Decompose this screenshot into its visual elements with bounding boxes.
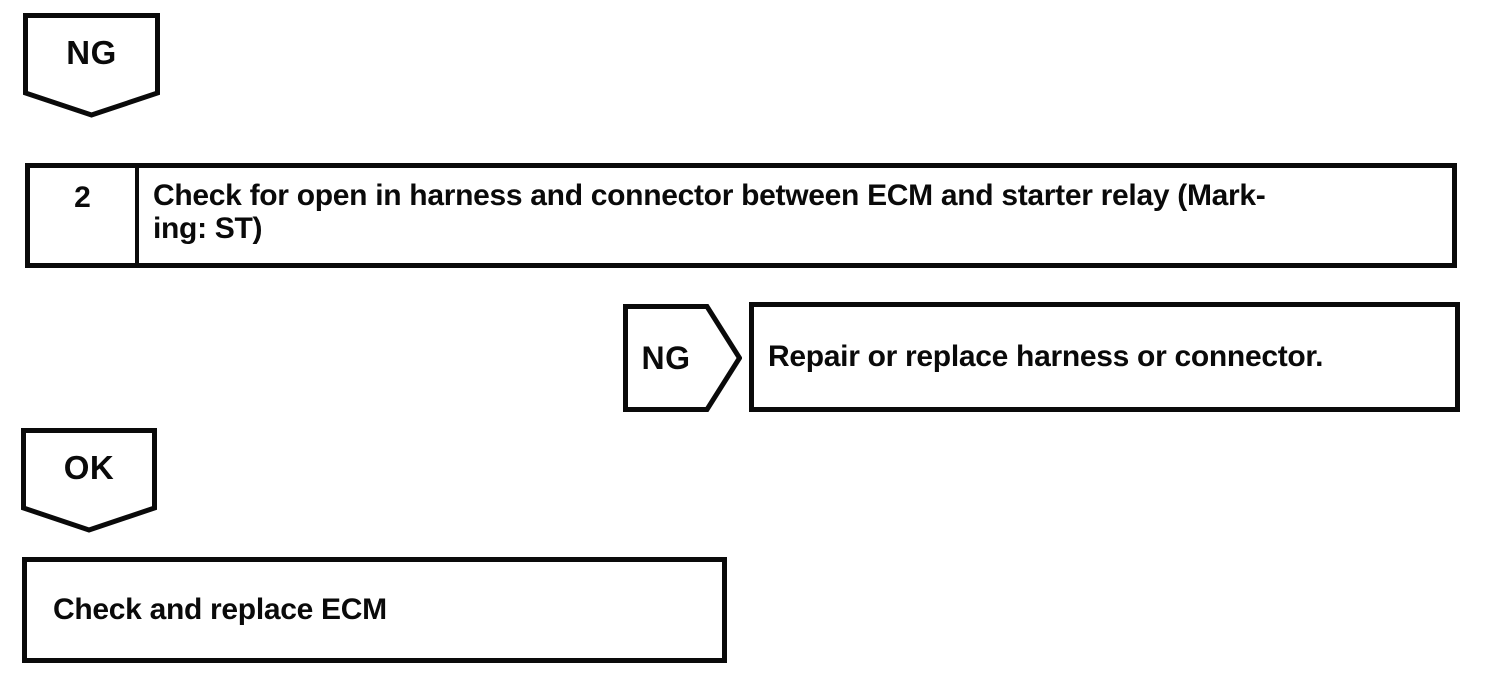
ng-connector-branch-label: NG bbox=[641, 339, 691, 376]
repair-action-text: Repair or replace harness or connector. bbox=[768, 340, 1324, 373]
step-number-value: 2 bbox=[74, 181, 91, 214]
step-description-line-2: ing: ST) bbox=[153, 212, 263, 245]
step-description: Check for open in harness and connector … bbox=[139, 168, 1452, 263]
final-action-text: Check and replace ECM bbox=[53, 593, 387, 626]
step-box: 2 Check for open in harness and connecto… bbox=[25, 163, 1457, 268]
repair-action-box: Repair or replace harness or connector. bbox=[749, 302, 1460, 412]
final-action-box: Check and replace ECM bbox=[22, 557, 727, 663]
ng-connector-branch: NG bbox=[623, 304, 742, 412]
ng-connector-top-label: NG bbox=[66, 34, 117, 71]
ng-connector-top: NG bbox=[23, 13, 160, 118]
step-number: 2 bbox=[30, 168, 139, 263]
pentagon-down-icon bbox=[21, 428, 157, 533]
pentagon-down-icon bbox=[23, 13, 160, 118]
ok-connector-label: OK bbox=[63, 449, 115, 486]
step-description-line-1: Check for open in harness and connector … bbox=[153, 179, 1266, 212]
ok-connector: OK bbox=[21, 428, 157, 533]
pentagon-right-icon bbox=[623, 304, 742, 412]
